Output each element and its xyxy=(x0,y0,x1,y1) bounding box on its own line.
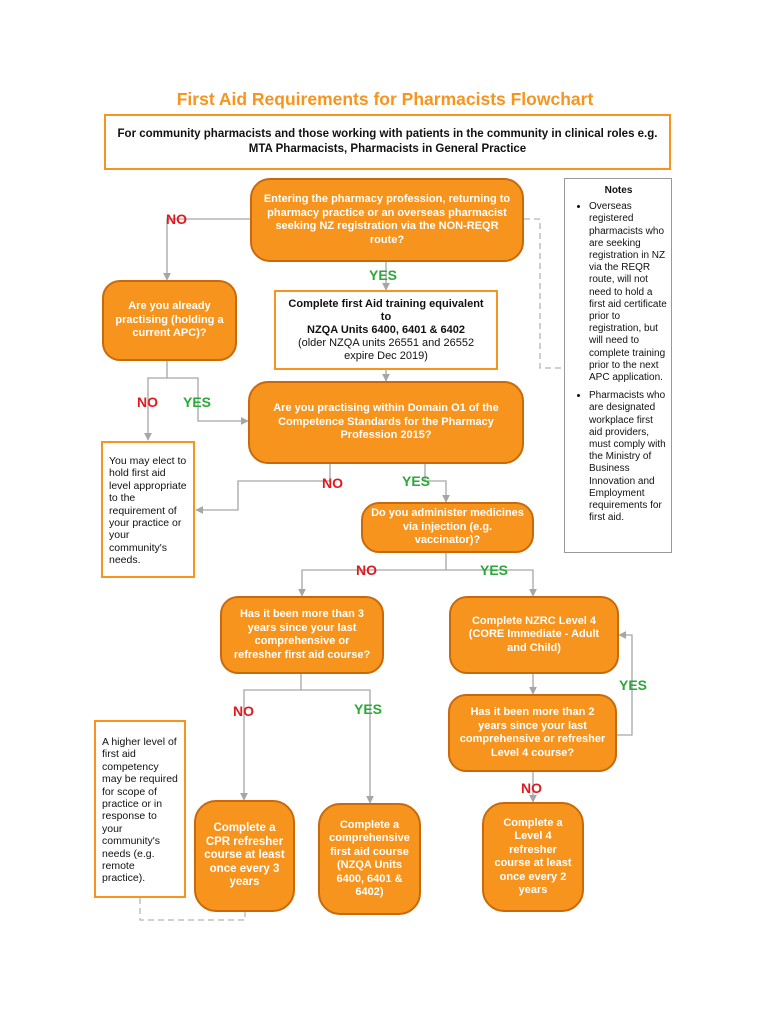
nzrc-level4-box: Complete NZRC Level 4 (CORE Immediate - … xyxy=(449,596,619,674)
elect-first-aid-note: You may elect to hold first aid level ap… xyxy=(101,441,195,578)
complete-first-aid-training-box: Complete first Aid training equivalent t… xyxy=(274,290,498,370)
complete-first-aid-line1: Complete first Aid training equivalent t… xyxy=(288,297,484,323)
cpr-refresher-box: Complete a CPR refresher course at least… xyxy=(194,800,295,912)
label-yes-injection: YES xyxy=(480,562,509,578)
already-practising-question: Are you already practising (holding a cu… xyxy=(102,280,237,361)
notes-item-2: Pharmacists who are designated workplace… xyxy=(589,390,668,524)
page-title: First Aid Requirements for Pharmacists F… xyxy=(176,89,594,109)
label-yes-domain-o1: YES xyxy=(402,473,431,489)
notes-panel: Notes Overseas registered pharmacists wh… xyxy=(564,178,672,553)
injection-question: Do you administer medicines via injectio… xyxy=(361,502,534,553)
label-no-domain-o1: NO xyxy=(322,475,343,491)
domain-o1-question: Are you practising within Domain O1 of t… xyxy=(248,381,524,464)
notes-item-1: Overseas registered pharmacists who are … xyxy=(589,201,668,384)
notes-list: Overseas registered pharmacists who are … xyxy=(569,201,668,524)
label-no-injection: NO xyxy=(356,562,377,578)
scope-box: For community pharmacists and those work… xyxy=(104,114,671,170)
complete-first-aid-line3: (older NZQA units 26551 and 26552 expire… xyxy=(297,336,475,362)
entering-profession-question: Entering the pharmacy profession, return… xyxy=(250,178,524,262)
level4-refresher-box: Complete a Level 4 refresher course at l… xyxy=(482,802,584,912)
label-yes-entering: YES xyxy=(369,267,398,283)
label-no-entering: NO xyxy=(166,211,187,227)
label-no-three-years: NO xyxy=(233,703,254,719)
comprehensive-course-box: Complete a comprehensive first aid cours… xyxy=(318,803,421,915)
label-yes-three-years: YES xyxy=(354,701,383,717)
label-no-two-years: NO xyxy=(521,780,542,796)
three-years-question: Has it been more than 3 years since your… xyxy=(220,596,384,674)
label-yes-two-years: YES xyxy=(619,677,648,693)
label-no-already-practising: NO xyxy=(137,394,158,410)
complete-first-aid-line2: NZQA Units 6400, 6401 & 6402 xyxy=(307,323,465,336)
notes-heading: Notes xyxy=(604,185,633,196)
two-years-question: Has it been more than 2 years since your… xyxy=(448,694,617,772)
higher-level-note: A higher level of first aid competency m… xyxy=(94,720,186,898)
label-yes-already-practising: YES xyxy=(183,394,212,410)
